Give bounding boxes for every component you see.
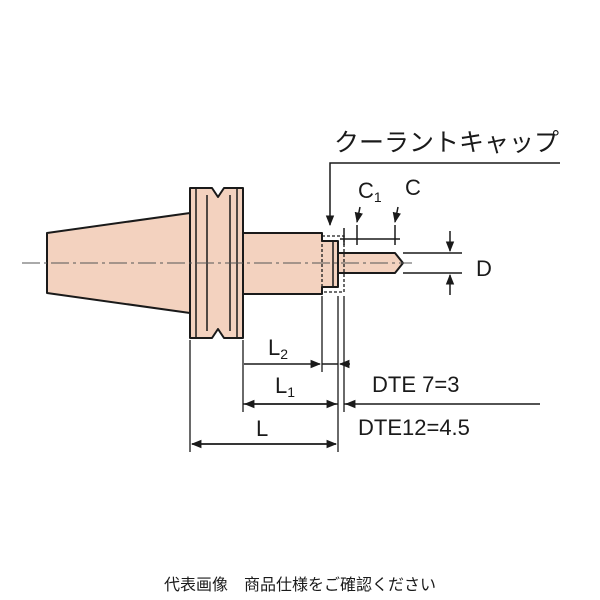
dte12-label: DTE12=4.5 [358, 415, 470, 440]
l-label: L [256, 416, 268, 441]
l2-label: L2 [268, 335, 288, 362]
coolant-cap-outline [321, 235, 345, 293]
c-dimension-lines [340, 206, 401, 245]
extension-lines [189, 296, 345, 452]
d-label: D [476, 256, 492, 281]
dte7-label: DTE 7=3 [372, 372, 459, 397]
d-dimension-lines [403, 231, 462, 295]
c-label: C [405, 175, 421, 200]
coolant-cap-label: クーラントキャップ [334, 128, 559, 157]
caption: 代表画像 商品仕様をご確認ください [164, 575, 436, 594]
l1-label: L1 [275, 373, 295, 400]
coolant-cap-leader [325, 162, 560, 227]
c1-label: C1 [358, 178, 382, 205]
